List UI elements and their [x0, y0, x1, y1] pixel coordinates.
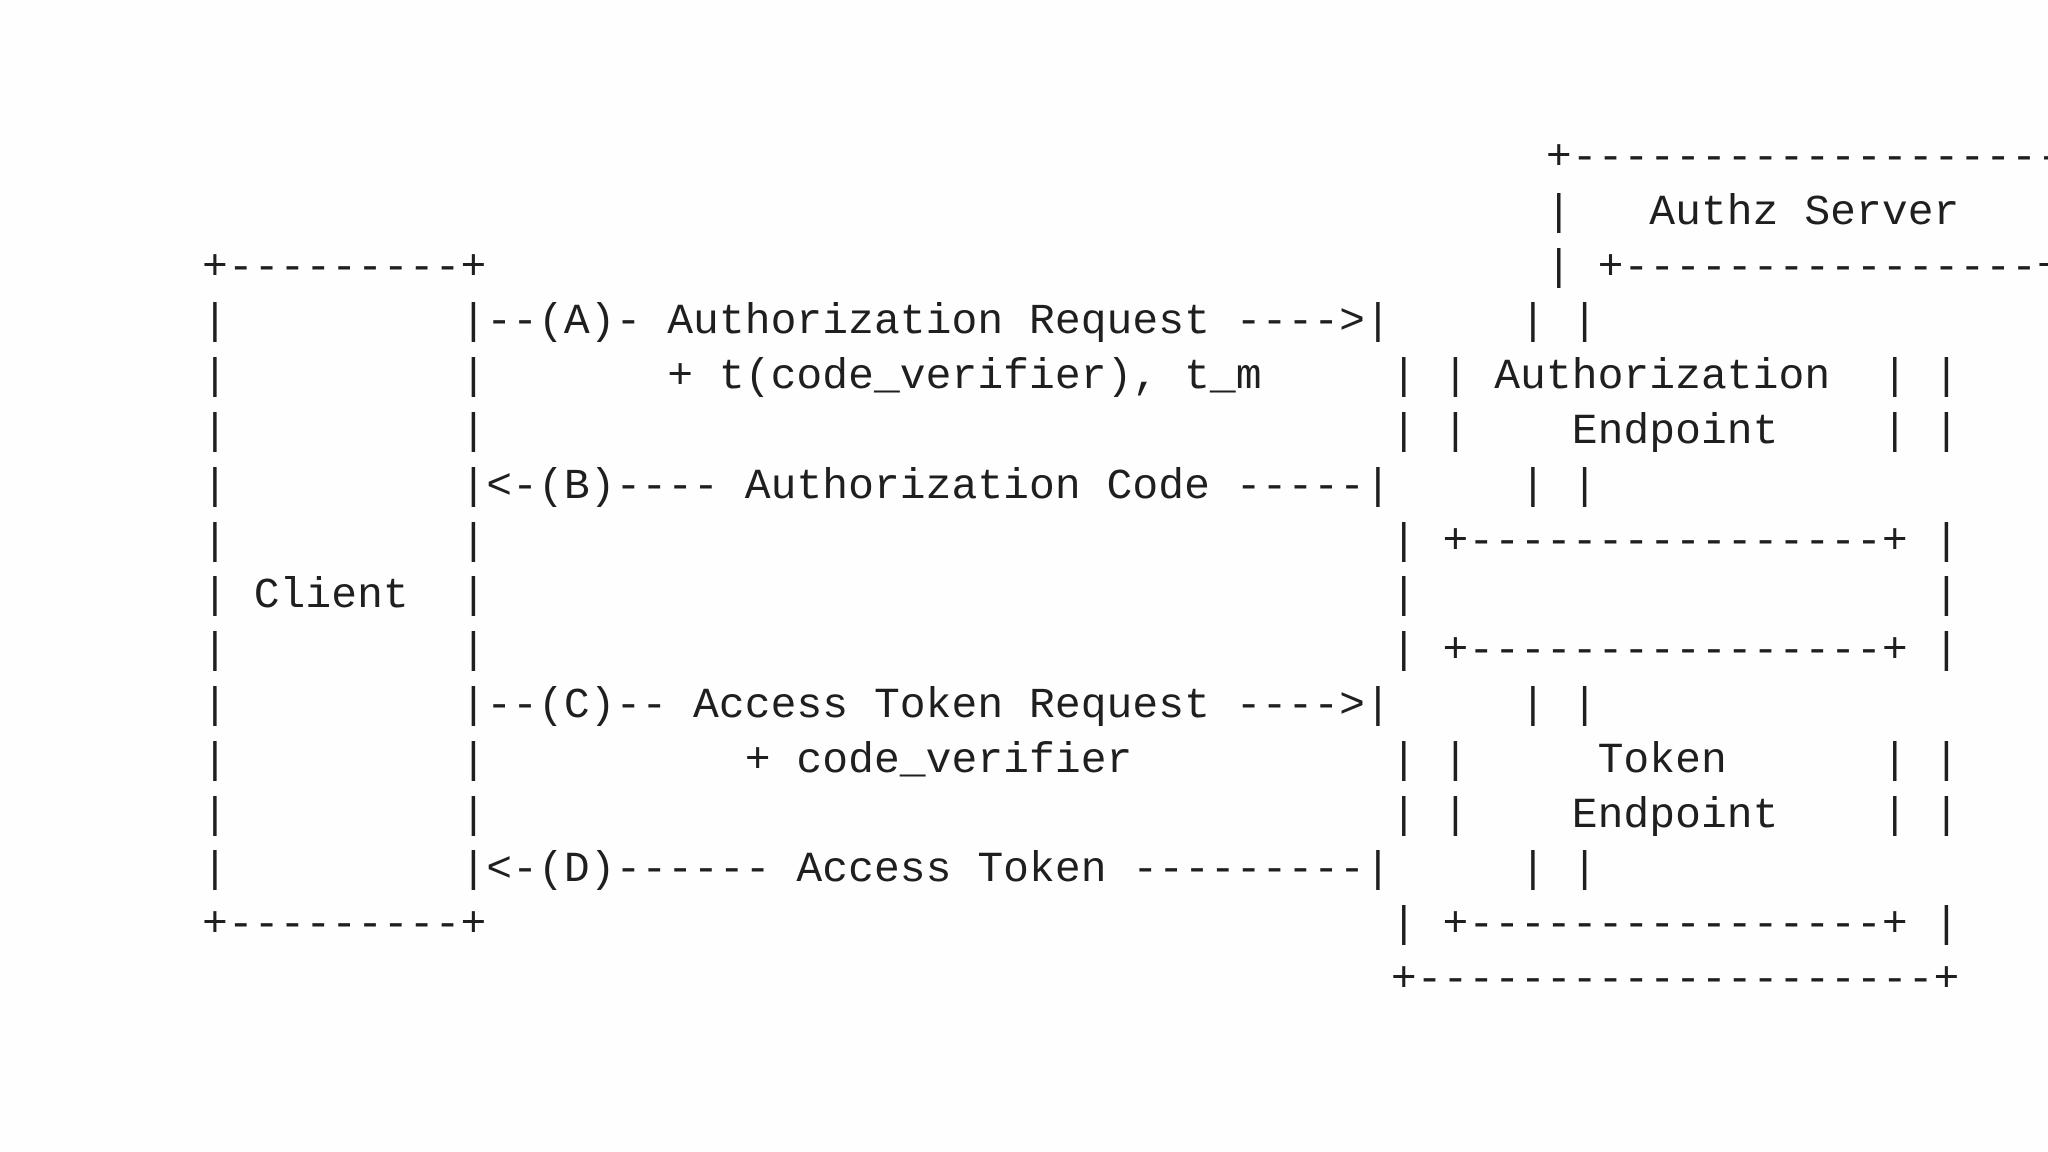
diagram-line-step-a-params: | | + t(code_verifier), t_m | | Authoriz…	[202, 352, 1960, 402]
diagram-line-authorization-endpoint: | | | | Endpoint | |	[202, 406, 1960, 456]
diagram-line-step-a-authorization-request: | |--(A)- Authorization Request ---->| |…	[202, 297, 1598, 347]
diagram-line-step-c-params: | | + code_verifier | | Token | |	[202, 735, 1960, 785]
ascii-flow-diagram: +--------------------+ | Authz Server |+…	[202, 131, 2048, 1008]
diagram-line-token-endpoint-label: | | | | Endpoint | |	[202, 790, 1960, 840]
diagram-line-authz-server-title: | Authz Server |	[202, 187, 2048, 237]
diagram-line-client-label: | Client | | |	[202, 571, 1960, 621]
diagram-line-client-top-border: +---------+ | +----------------+ |	[202, 242, 2048, 292]
diagram-line-step-b-authorization-code: | |<-(B)---- Authorization Code -----| |…	[202, 461, 1598, 511]
diagram-line-token-endpoint-top: | | | +----------------+ |	[202, 626, 1960, 676]
diagram-line-authorization-endpoint-bottom: | | | +----------------+ |	[202, 516, 1960, 566]
diagram-line-authz-server-bottom-border: +--------------------+	[202, 954, 1960, 1004]
diagram-line-client-bottom-border: +---------+ | +----------------+ |	[202, 900, 1960, 950]
diagram-line-step-d-access-token: | |<-(D)------ Access Token ---------| |…	[202, 845, 1598, 895]
diagram-line-authz-server-top-border: +--------------------+	[202, 133, 2048, 182]
diagram-line-step-c-access-token-request: | |--(C)-- Access Token Request ---->| |…	[202, 680, 1598, 730]
